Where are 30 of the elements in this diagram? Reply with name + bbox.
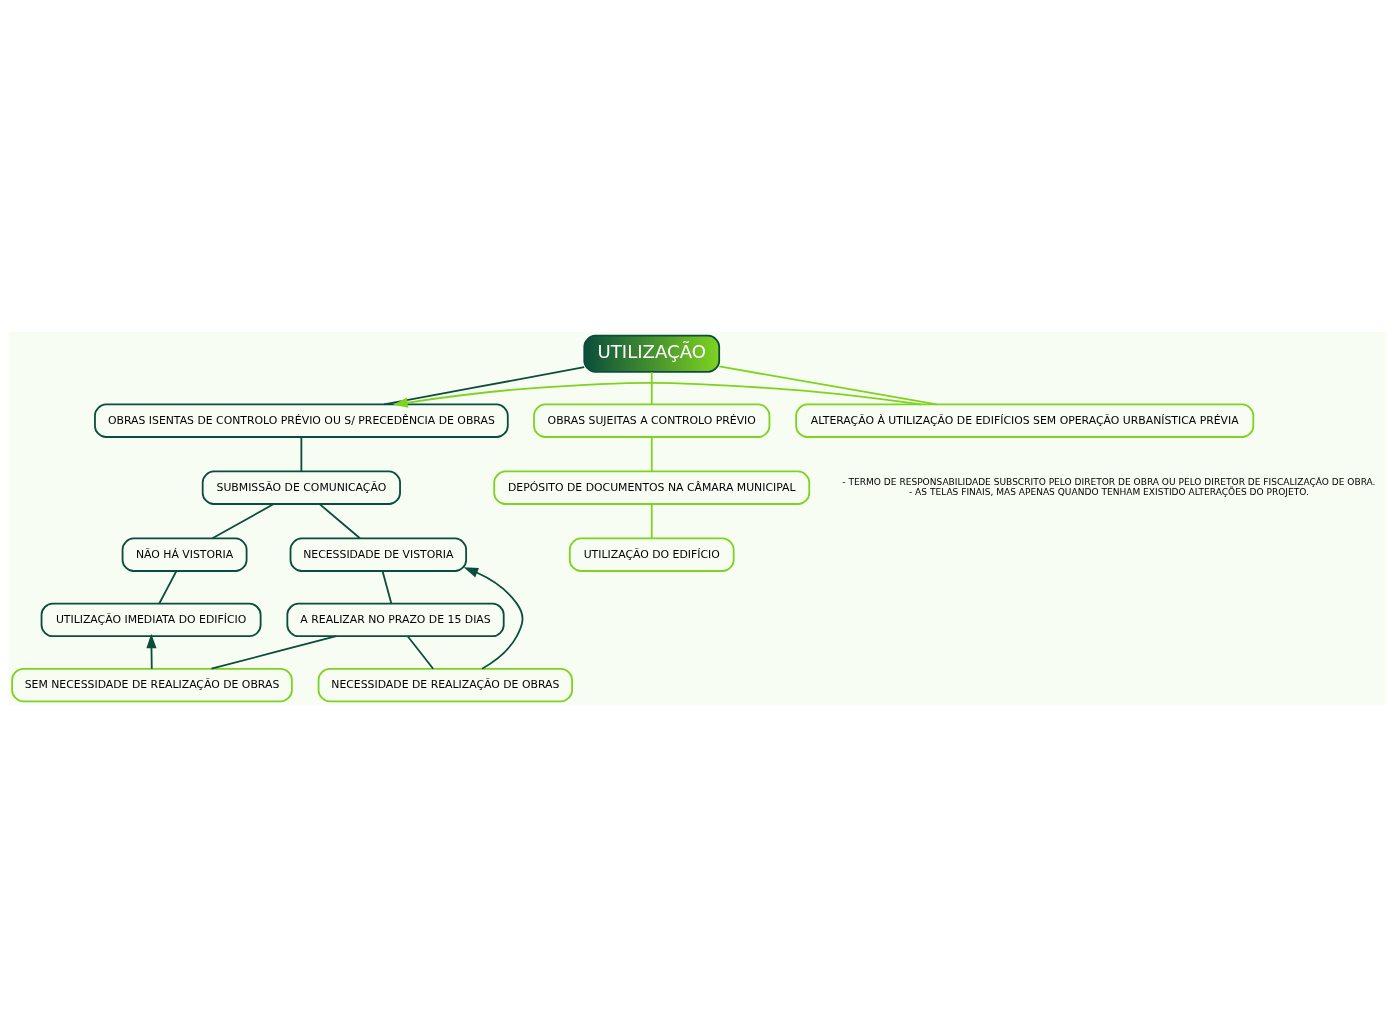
node-label: - AS TELAS FINAIS, MAS APENAS QUANDO TENHAM EXISTIDO ALTERAÇÕES DO PROJETO. [908, 486, 1309, 497]
node-box: SEM NECESSIDADE DE REALIZAÇÃO DE OBRAS [11, 667, 293, 702]
node-box: UTILIZAÇÃO IMEDIATA DO EDIFÍCIO [40, 602, 262, 637]
connector [718, 365, 938, 405]
node-box: DEPÓSITO DE DOCUMENTOS NA CÂMARA MUNICIPAL [493, 470, 811, 505]
connector [406, 635, 435, 670]
connector [650, 370, 653, 405]
node-box: A REALIZAR NO PRAZO DE 15 DIAS [286, 602, 505, 637]
node-label: - TERMO DE RESPONSABILIDADE SUBSCRITO PELO DIRETOR DE OBRA OU PELO DIRETOR DE FISCALIZAÇÃO DE OBRA. [842, 476, 1376, 487]
node-box: UTILIZAÇÃO DO EDIFÍCIO [568, 537, 735, 572]
connector [381, 569, 393, 604]
connector [300, 435, 303, 472]
connector [650, 502, 653, 539]
connector [318, 502, 361, 539]
node-box: ALTERAÇÃO À UTILIZAÇÃO DE EDIFÍCIOS SEM OPERAÇÃO URBANÍSTICA PRÉVIA [795, 403, 1255, 438]
connector [383, 365, 586, 405]
connector [211, 502, 275, 539]
connector [210, 634, 338, 670]
node-box: NÃO HÁ VISTORIA [121, 537, 248, 572]
arrow [463, 566, 524, 670]
node-box: OBRAS ISENTAS DE CONTROLO PRÉVIO OU S/ PRECEDÊNCIA DE OBRAS [94, 403, 509, 438]
node-box: NECESSIDADE DE VISTORIA [289, 537, 468, 572]
node-box: UTILIZAÇÃO [583, 334, 721, 373]
connector [650, 435, 653, 472]
node-box: NECESSIDADE DE REALIZAÇÃO DE OBRAS [317, 667, 573, 702]
arrow [146, 633, 157, 670]
arrow [393, 381, 922, 408]
connector [158, 569, 178, 604]
node-box: OBRAS SUJEITAS A CONTROLO PRÉVIO [533, 403, 771, 438]
node-box: SUBMISSÃO DE COMUNICAÇÃO [201, 470, 401, 505]
